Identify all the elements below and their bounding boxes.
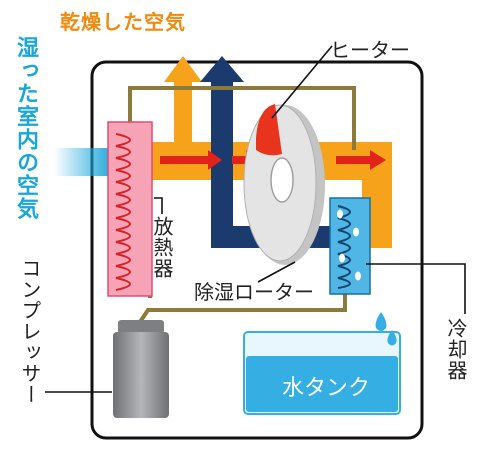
compressor	[113, 320, 169, 418]
orange-air-duct	[150, 142, 392, 248]
radiator-label: 放熱器	[150, 216, 174, 279]
compressor-label: コンプレッサー	[18, 258, 42, 405]
humid-air-label: 湿った室内の空気	[13, 36, 38, 220]
rotor-label: 除湿ローター	[194, 280, 314, 304]
dehumidify-rotor	[243, 104, 325, 265]
leader-lines	[45, 45, 466, 393]
cooler	[329, 197, 371, 295]
humid-air-inlet	[54, 148, 114, 176]
radiator	[107, 121, 153, 297]
water-tank	[243, 312, 401, 415]
dry-air-label: 乾燥した空気	[60, 10, 186, 34]
water-tank-label: 水タンク	[282, 376, 371, 401]
heater-label: ヒーター	[330, 38, 410, 62]
heater	[256, 104, 282, 156]
dry-air-outlet-arrow	[164, 56, 202, 150]
cooler-label: 冷却器	[444, 318, 468, 381]
